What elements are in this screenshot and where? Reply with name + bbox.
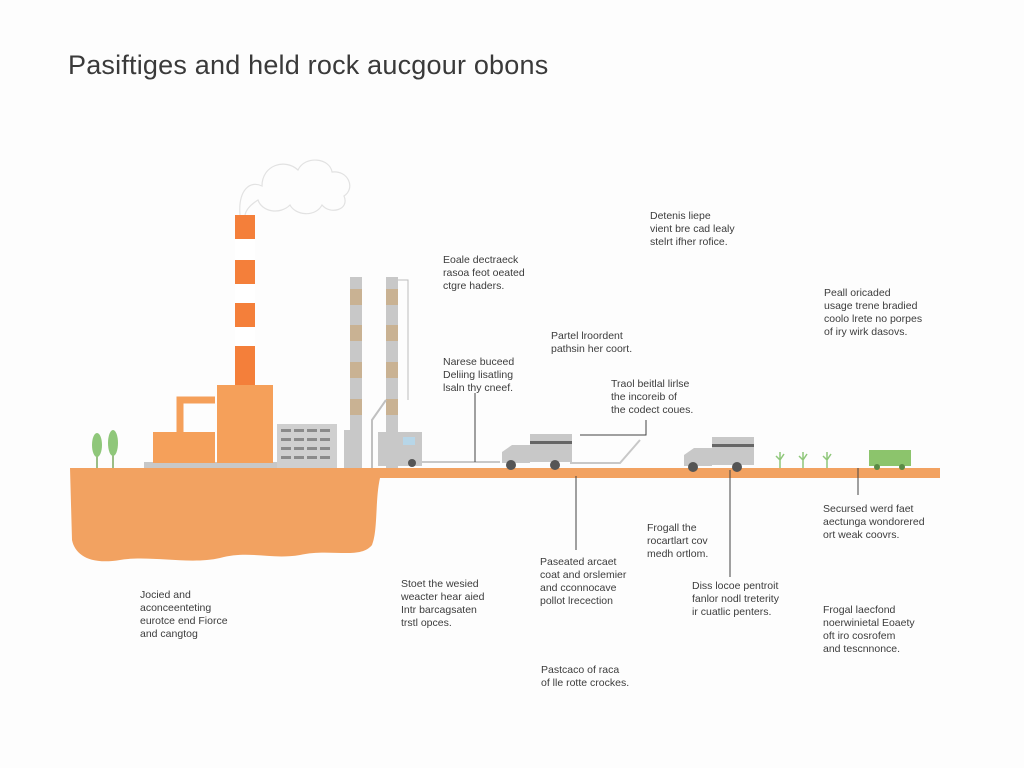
annotation-label: Partel lroordent pathsin her coort. [551, 330, 633, 355]
annotation-label: Diss locoe pentroit fanlor nodl treterit… [692, 580, 779, 618]
truck-icon [684, 437, 754, 472]
annotation-label: Detenis liepe vient bre cad lealy stelrt… [650, 210, 735, 248]
seedling-icon [775, 452, 832, 468]
annotation-label: Peall oricaded usage trene bradied coolo… [824, 287, 923, 338]
truck-icon [502, 434, 572, 470]
annotation-label: Stoet the wesied weacter hear aied Intr … [401, 578, 485, 629]
small-orange-building [153, 432, 215, 463]
truck-icon [378, 432, 422, 467]
ground-basin [70, 468, 940, 562]
green-cart-icon [869, 450, 911, 470]
annotation-label: Frogal laecfond noerwinietal Eoaety oft … [823, 604, 915, 655]
pipe [176, 396, 215, 432]
factory-base [144, 462, 294, 468]
gray-chimneys [344, 277, 409, 468]
tree-icon [92, 430, 118, 468]
annotation-label: Paseated arcaet coat and orslemier and c… [540, 556, 627, 607]
ramp-line [570, 439, 641, 464]
annotation-label: Secursed werd faet aectunga wondorered o… [823, 503, 925, 541]
annotation-label: Traol beitlal lirlse the incoreib of the… [611, 378, 694, 416]
main-orange-building [217, 385, 273, 463]
leader-lines [474, 393, 859, 577]
annotation-label: Frogall the rocartlart cov medh ortlom. [647, 522, 709, 560]
annotation-label: Narese buceed Deliing lisatling lsaln th… [443, 356, 515, 394]
main-chimney [235, 215, 255, 385]
annotation-label: Pastcaco of raca of lle rotte crockes. [541, 664, 630, 689]
page-title: Pasiftiges and held rock aucgour obons [68, 50, 549, 80]
annotation-label: Eoale dectraeck rasoa feot oeated ctgre … [443, 254, 525, 292]
smoke-cloud-icon [239, 159, 351, 216]
annotation-label: Jocied and aconceenteting eurotce end Fi… [140, 589, 228, 640]
office-building [277, 424, 337, 468]
